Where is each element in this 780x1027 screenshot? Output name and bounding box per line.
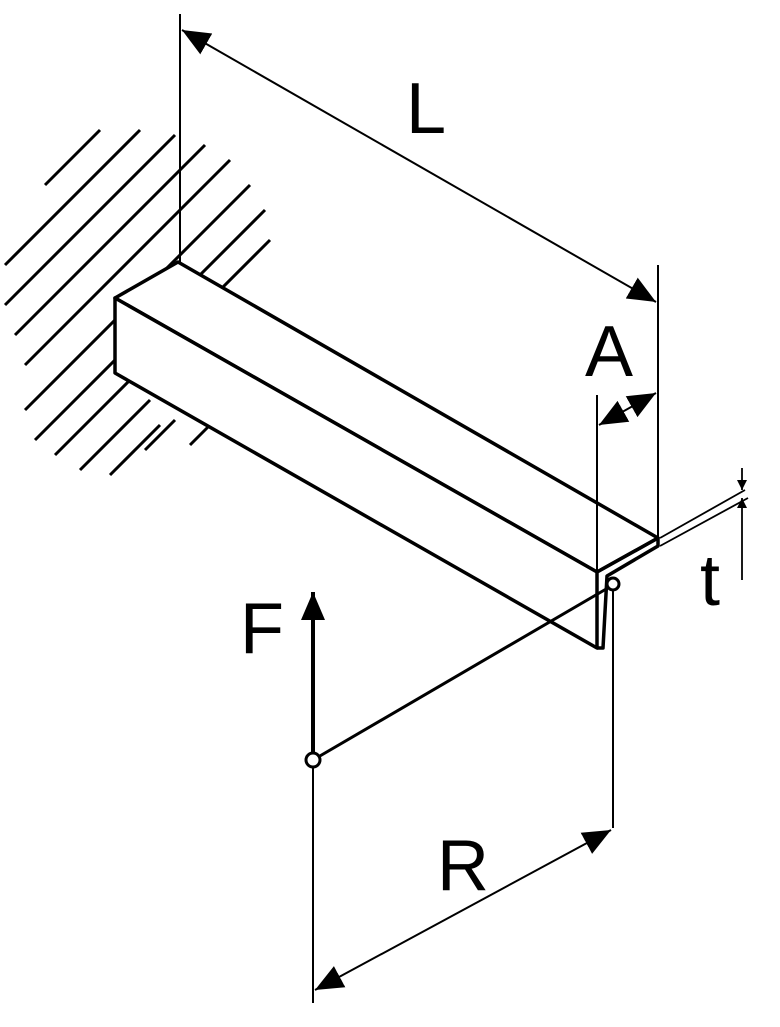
- dimension-thickness: [659, 468, 749, 580]
- label-thickness: t: [700, 541, 720, 621]
- label-leg: A: [585, 312, 633, 392]
- angle-beam: [113, 260, 660, 650]
- label-radius: R: [437, 826, 489, 906]
- dimension-leg: [596, 392, 657, 572]
- label-force: F: [240, 589, 284, 669]
- beam-end-section: [596, 536, 660, 650]
- label-length: L: [406, 69, 446, 149]
- attachment-point: [605, 576, 621, 592]
- load-point: [304, 751, 322, 769]
- dimension-length: [179, 14, 659, 538]
- lever-arm: [312, 583, 614, 762]
- dimension-radius: [312, 590, 614, 1003]
